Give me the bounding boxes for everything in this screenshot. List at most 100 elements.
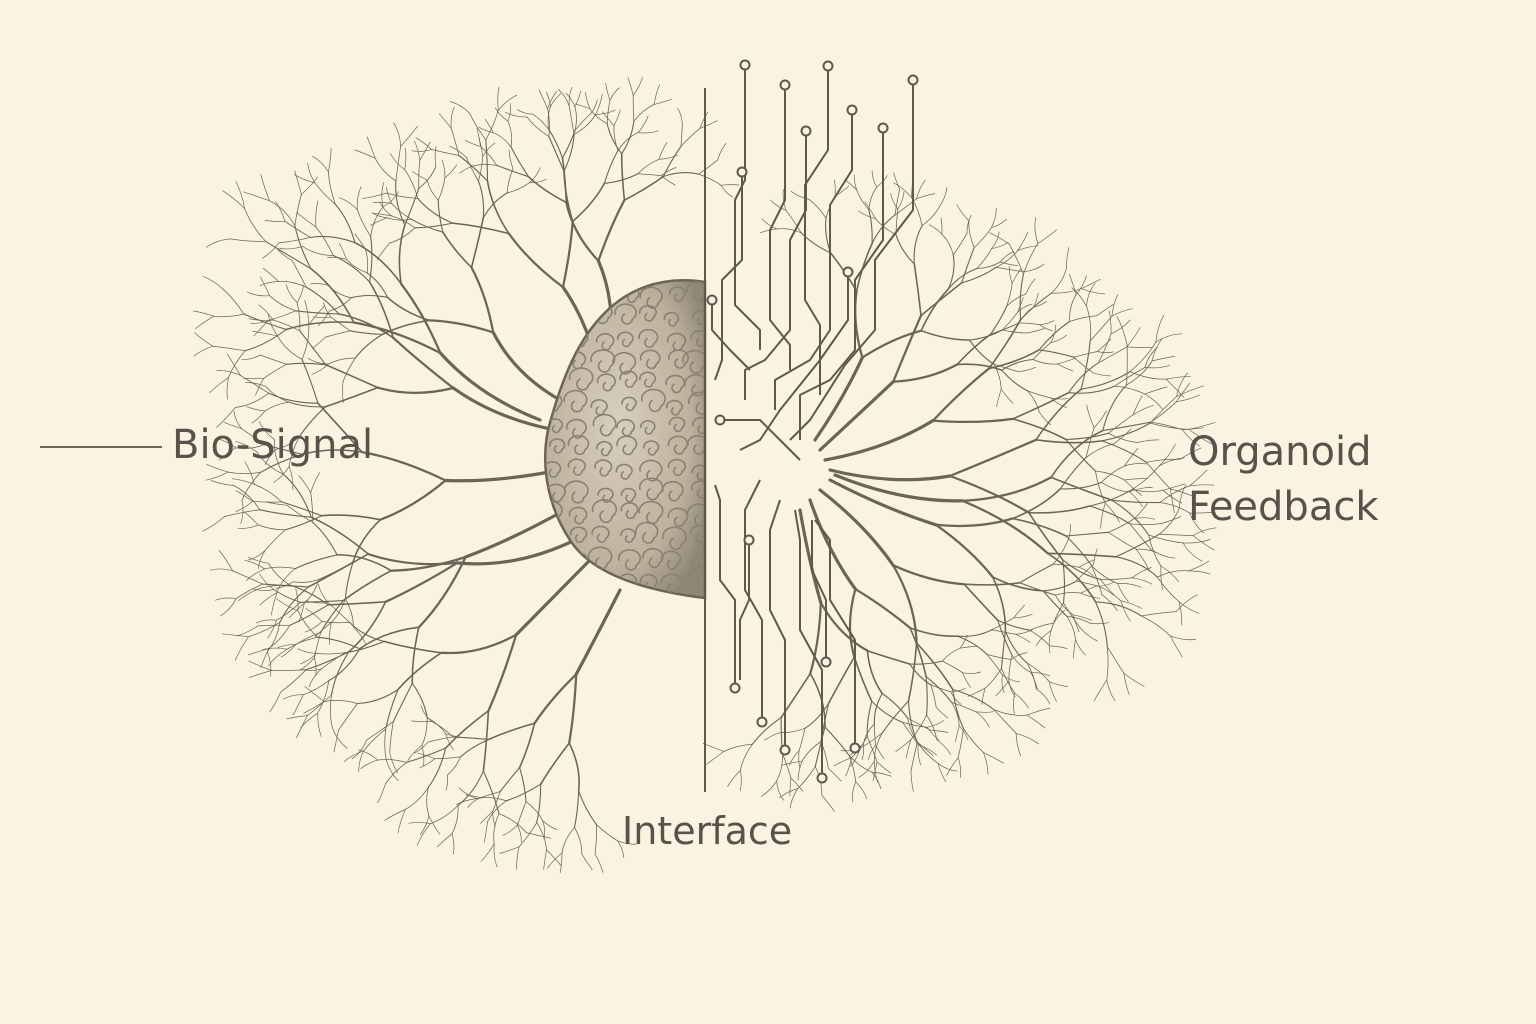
dendrite-branch [991, 629, 1017, 635]
dendrite-branch [1038, 349, 1075, 358]
dendrite-branch [1129, 341, 1157, 372]
dendrite-branch [1170, 635, 1183, 658]
dendrite-branch [451, 805, 459, 835]
dendrite-branch [1095, 470, 1106, 504]
dendrite-branch [431, 721, 454, 738]
dendrite-branch [529, 167, 541, 184]
dendrite-branch [568, 87, 573, 107]
dendrite-branch [565, 201, 600, 262]
dendrite-branch [356, 186, 362, 211]
dendrite-branch [1151, 337, 1163, 362]
dendrite-branch [235, 583, 264, 600]
dendrite-branch [473, 164, 498, 166]
organoid-fold [573, 284, 592, 302]
dendrite-branch [243, 511, 259, 526]
dendrite-branch [956, 204, 970, 222]
dendrite-branch [1188, 429, 1213, 445]
dendrite-branch [257, 624, 291, 627]
dendrite-branch [574, 827, 583, 855]
dendrite-branch [573, 114, 596, 135]
dendrite-branch [1001, 674, 1005, 694]
organoid-fold [665, 399, 683, 416]
dendrite-branch [1050, 429, 1104, 479]
dendrite-branch [331, 727, 348, 749]
dendrite-branch [455, 538, 577, 566]
dendrite-branch [261, 242, 280, 259]
organoid-fold [686, 503, 705, 527]
dendrite-branch [259, 592, 278, 606]
dendrite-branch [637, 130, 659, 134]
circuit-trace [739, 540, 750, 680]
dendrite-branch [834, 179, 836, 197]
dendrite-branch [1055, 594, 1074, 616]
dendrite-branch [1017, 366, 1037, 373]
dendrite-branch [1148, 534, 1184, 544]
dendrite-branch [981, 687, 986, 705]
dendrite-branch [284, 515, 323, 531]
dendrite-branch [991, 242, 1009, 249]
dendrite-branch [594, 824, 597, 855]
organoid-fold [687, 435, 705, 455]
organoid-fold [620, 487, 637, 503]
dendrite-branch [216, 370, 241, 376]
dendrite-branch [445, 733, 454, 751]
dendrite-branch [606, 100, 611, 124]
dendrite-branch [360, 759, 379, 770]
dendrite-branch [1089, 488, 1133, 507]
dendrite-branch [1162, 483, 1186, 491]
dendrite-branch [623, 175, 665, 201]
dendrite-branch [872, 761, 878, 782]
dendrite-branch [993, 363, 1019, 373]
dendrite-branch [307, 553, 369, 588]
dendrite-branch [336, 554, 392, 572]
dendrite-branch [894, 189, 900, 216]
dendrite-branch [1006, 282, 1013, 307]
dendrite-branch [278, 237, 311, 244]
dendrite-branch [956, 635, 988, 656]
dendrite-branch [1111, 499, 1161, 504]
dendrite-branch [386, 296, 431, 322]
dendrite-branch [1001, 667, 1016, 694]
dendrite-branch [547, 106, 551, 130]
dendrite-branch [293, 579, 320, 583]
dendrite-branch [1175, 594, 1198, 612]
dendrite-branch [285, 321, 355, 331]
organoid-fold [620, 528, 636, 543]
dendrite-branch [845, 757, 853, 777]
organoid-fold [567, 458, 586, 476]
dendrite-branch [228, 350, 246, 378]
dendrite-branch [1085, 443, 1115, 458]
dendrite-branch [202, 276, 224, 290]
dendrite-branch [438, 351, 542, 422]
organoid-fold [545, 330, 562, 349]
dendrite-branch [1017, 303, 1033, 313]
organoid-fold [640, 388, 666, 413]
dendrite-branch [1026, 714, 1046, 729]
dendrite-branch [1134, 517, 1156, 520]
dendrite-branch [260, 276, 270, 297]
dendrite-branch [853, 174, 858, 191]
dendrite-branch [385, 762, 407, 784]
dendrite-branch [525, 801, 544, 822]
dendrite-branch [1141, 611, 1177, 617]
dendrite-branch [209, 568, 234, 572]
dendrite-branch [557, 88, 570, 107]
dendrite-branch [348, 601, 387, 653]
dendrite-branch [983, 752, 1004, 764]
dendrite-branch [1106, 679, 1116, 702]
dendrite-branch [350, 294, 389, 299]
dendrite-branch [571, 182, 606, 223]
dendrite-branch [658, 142, 668, 160]
dendrite-branch [235, 181, 245, 209]
dendrite-branch [269, 200, 296, 226]
dendrite-branch [294, 554, 338, 570]
dendrite-branch [999, 261, 1019, 267]
dendrite-branch [1081, 288, 1106, 295]
dendrite-branch [1042, 580, 1078, 592]
dendrite-branch [486, 180, 510, 235]
dendrite-branch [240, 375, 270, 394]
dendrite-branch [308, 668, 322, 688]
dendrite-branch [632, 77, 643, 96]
dendrite-branch [218, 447, 237, 461]
dendrite-branch [1098, 346, 1128, 364]
